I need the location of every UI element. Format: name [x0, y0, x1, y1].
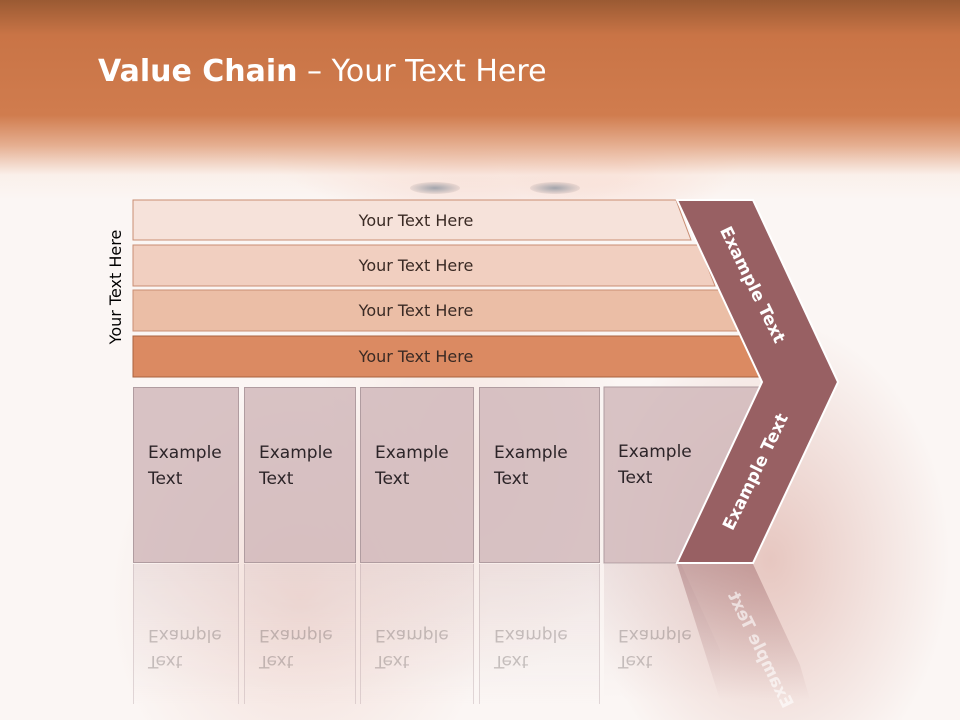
column-2-line2: Text [259, 469, 294, 489]
column-5-reflection-line1: Text [618, 651, 653, 671]
column-2-reflection-line1: Text [259, 651, 294, 671]
column-1-line2: Text [148, 469, 183, 489]
column-3-line1: Example [375, 443, 449, 463]
column-5-reflection-line2: Example [618, 625, 692, 645]
column-5-line1: Example [618, 442, 692, 462]
column-1-reflection: Text Example [133, 564, 239, 704]
row-1: Your Text Here [133, 201, 699, 239]
column-4-reflection-line2: Example [494, 625, 568, 645]
header-band [0, 0, 960, 200]
column-4-reflection-line1: Text [494, 651, 529, 671]
title-rest: – Your Text Here [297, 54, 547, 89]
column-3: Example Text [360, 387, 474, 563]
column-4-line2: Text [494, 469, 529, 489]
column-4-line1: Example [494, 443, 568, 463]
column-4-reflection: Text Example [479, 564, 600, 704]
row-shape-1 [132, 199, 692, 241]
column-2-line1: Example [259, 443, 333, 463]
row-2: Your Text Here [133, 246, 699, 284]
background-eyes [380, 176, 580, 200]
column-2: Example Text [244, 387, 356, 563]
column-5-reflection-text: Text Example [604, 564, 704, 704]
row-3: Your Text Here [133, 291, 699, 329]
column-1-reflection-line1: Text [148, 651, 183, 671]
row-3-label: Your Text Here [358, 300, 474, 320]
column-1: Example Text [133, 387, 239, 563]
column-3-reflection: Text Example [360, 564, 474, 704]
row-1-label: Your Text Here [358, 210, 474, 230]
row-4: Your Text Here [133, 337, 699, 375]
column-1-reflection-line2: Example [148, 625, 222, 645]
column-3-reflection-line1: Text [375, 651, 410, 671]
column-3-reflection-line2: Example [375, 625, 449, 645]
chevron-shape [675, 199, 840, 564]
chevron-reflection [677, 564, 810, 700]
column-2-reflection-line2: Example [259, 625, 333, 645]
column-2-reflection: Text Example [244, 564, 356, 704]
column-1-line1: Example [148, 443, 222, 463]
slide-title: Value Chain – Your Text Here [98, 54, 547, 89]
row-shape-2 [132, 244, 716, 287]
column-4: Example Text [479, 387, 600, 563]
column-5: Example Text [604, 387, 724, 563]
column-3-line2: Text [375, 469, 410, 489]
row-2-label: Your Text Here [358, 255, 474, 275]
column-5-line2: Text [618, 468, 653, 488]
row-4-label: Your Text Here [358, 346, 474, 366]
title-bold: Value Chain [98, 54, 298, 89]
